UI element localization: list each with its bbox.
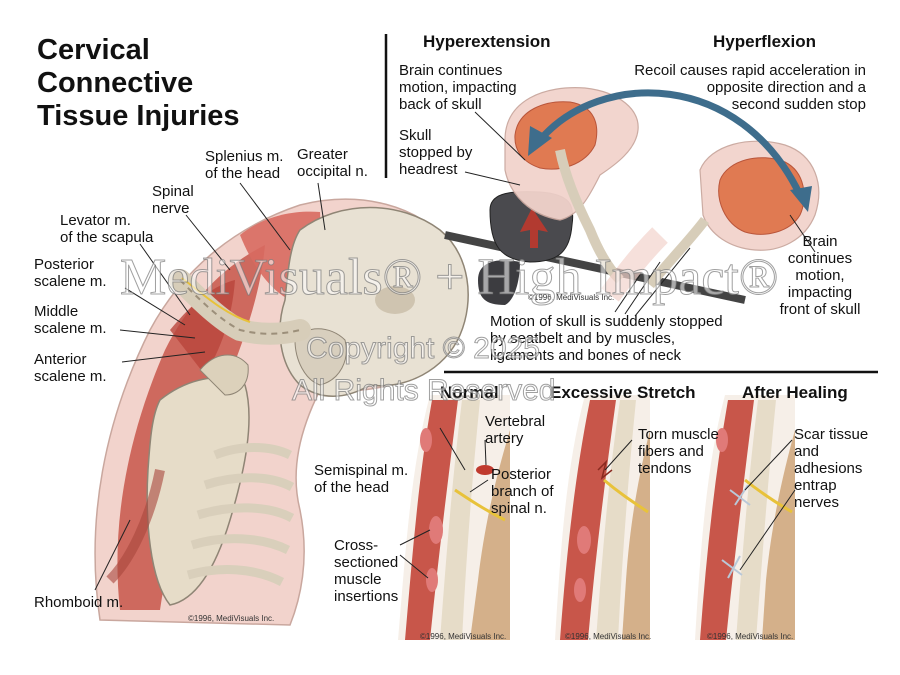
cross-section-healing xyxy=(695,395,795,640)
main-leader-lines xyxy=(94,182,326,591)
copyright-stretch: ©1996, MediVisuals Inc. xyxy=(565,632,652,641)
watermark-rights: All Rights Reserved xyxy=(291,374,556,408)
label-anterior-scalene: Anterior scalene m. xyxy=(34,351,107,385)
cross-section-normal xyxy=(398,395,510,640)
label-motion-stopped: Motion of skull is suddenly stopped by s… xyxy=(490,313,723,364)
label-cross-sectioned: Cross- sectioned muscle insertions xyxy=(334,537,399,605)
label-brain-back-skull: Brain continues motion, impacting back o… xyxy=(399,62,517,113)
neck-shoulder-illustration xyxy=(94,198,469,626)
watermark-brand: MediVisuals® + High Impact® xyxy=(119,249,779,307)
cross-section-leader-lines xyxy=(399,427,796,579)
label-rhomboid: Rhomboid m. xyxy=(34,594,124,611)
label-posterior-branch: Posterior branch of spinal n. xyxy=(491,466,554,517)
copyright-main: ©1996, MediVisuals Inc. xyxy=(188,614,275,623)
whiplash-leader-lines xyxy=(464,111,816,317)
panel-title-hyperflexion: Hyperflexion xyxy=(713,32,816,51)
copyright-normal: ©1996, MediVisuals Inc. xyxy=(420,632,507,641)
copyright-whiplash: ©1996, MediVisuals Inc. xyxy=(528,293,615,302)
label-splenius: Splenius m. of the head xyxy=(205,148,284,182)
label-middle-scalene: Middle scalene m. xyxy=(34,303,107,337)
label-brain-front-skull: Brain continues motion, impacting front … xyxy=(779,233,861,318)
label-semispinal: Semispinal m. of the head xyxy=(314,462,409,496)
label-vertebral-artery: Vertebral artery xyxy=(485,413,546,447)
label-spinal-nerve: Spinal nerve xyxy=(152,183,194,217)
panel-title-hyperextension: Hyperextension xyxy=(423,32,551,51)
label-torn-muscle: Torn muscle fibers and tendons xyxy=(638,426,719,477)
watermark-copyright: Copyright © 2025 xyxy=(306,332,541,366)
copyright-healing: ©1996, MediVisuals Inc. xyxy=(707,632,794,641)
diagram-title: Cervical Connective Tissue Injuries xyxy=(37,34,240,132)
label-scar-tissue: Scar tissue and adhesions entrap nerves xyxy=(794,426,869,511)
cross-section-stretch xyxy=(555,395,650,640)
label-recoil: Recoil causes rapid acceleration in oppo… xyxy=(634,62,866,113)
label-levator: Levator m. of the scapula xyxy=(60,212,154,246)
panel-title-excessive-stretch: Excessive Stretch xyxy=(550,383,696,402)
panel-title-after-healing: After Healing xyxy=(742,383,848,402)
panel-title-normal: Normal xyxy=(440,383,499,402)
whiplash-illustration xyxy=(444,87,820,305)
label-skull-stopped: Skull stopped by headrest xyxy=(399,127,473,178)
label-greater-occipital: Greater occipital n. xyxy=(297,146,368,180)
label-posterior-scalene: Posterior scalene m. xyxy=(34,256,107,290)
